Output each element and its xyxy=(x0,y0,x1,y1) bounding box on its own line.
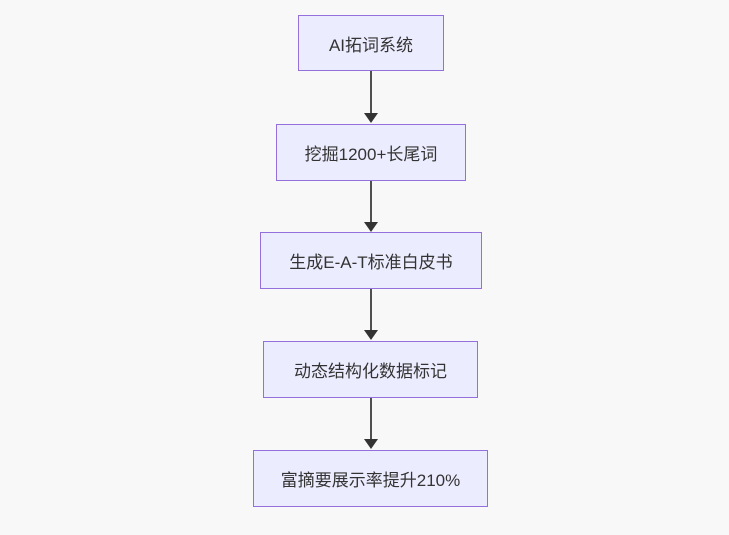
flow-node-label: AI拓词系统 xyxy=(328,35,414,55)
flow-node-rich-snippet-uplift: 富摘要展示率提升210% xyxy=(253,450,488,507)
flow-arrow-3 xyxy=(364,289,378,340)
flow-arrow-2 xyxy=(364,181,378,232)
flow-node-longtail-mining: 挖掘1200+长尾词 xyxy=(276,124,466,181)
arrowhead-down-icon xyxy=(364,330,378,340)
arrow-line xyxy=(370,71,372,113)
arrow-line xyxy=(370,398,372,439)
flow-arrow-4 xyxy=(364,398,378,449)
arrowhead-down-icon xyxy=(364,222,378,232)
flow-node-eat-whitepaper: 生成E-A-T标准白皮书 xyxy=(260,232,482,289)
arrow-line xyxy=(370,289,372,330)
flow-node-label: 生成E-A-T标准白皮书 xyxy=(289,253,453,272)
arrowhead-down-icon xyxy=(364,113,378,123)
flow-node-ai-word-expansion: AI拓词系统 xyxy=(298,15,444,71)
flow-node-structured-data-markup: 动态结构化数据标记 xyxy=(263,341,478,398)
arrow-line xyxy=(370,181,372,222)
arrowhead-down-icon xyxy=(364,439,378,449)
flow-arrow-1 xyxy=(364,71,378,123)
flow-node-label: 挖掘1200+长尾词 xyxy=(304,145,438,164)
flow-node-label: 富摘要展示率提升210% xyxy=(280,471,461,490)
flow-node-label: 动态结构化数据标记 xyxy=(294,362,447,381)
